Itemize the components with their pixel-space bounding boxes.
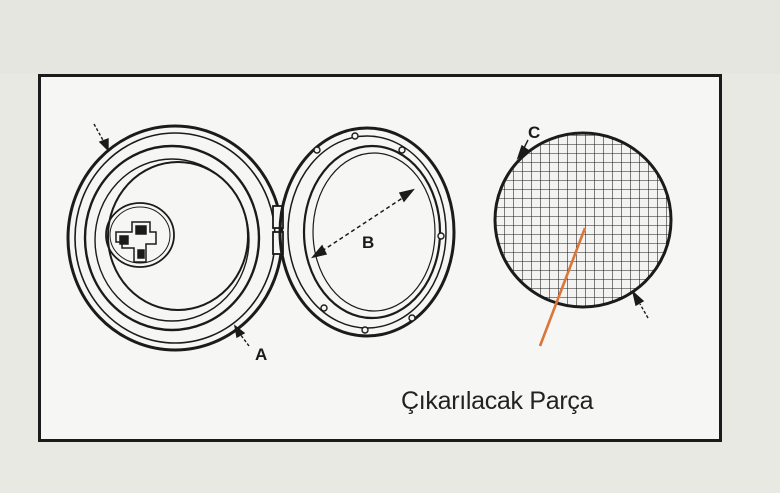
mesh-filter-c: [493, 131, 673, 309]
double-arrow-icon: [311, 188, 415, 259]
arrow-icon: [233, 324, 250, 347]
door-frame-a: [66, 124, 284, 352]
arrow-icon: [631, 289, 649, 319]
label-a: A: [255, 345, 267, 364]
label-c: C: [528, 123, 540, 142]
drum-lifter-icon: [115, 221, 157, 263]
line-pointer-icon: [538, 227, 587, 347]
arrow-icon: [93, 123, 109, 152]
door-glass-b: [278, 126, 456, 338]
arrow-icon: [516, 139, 531, 160]
label-b: B: [362, 233, 374, 252]
drum-opening: [105, 202, 175, 268]
door-screws: [313, 132, 445, 334]
hinge: [272, 205, 284, 255]
caption-removable-part: Çıkarılacak Parça: [401, 387, 594, 415]
faded-background-text: [0, 0, 780, 74]
